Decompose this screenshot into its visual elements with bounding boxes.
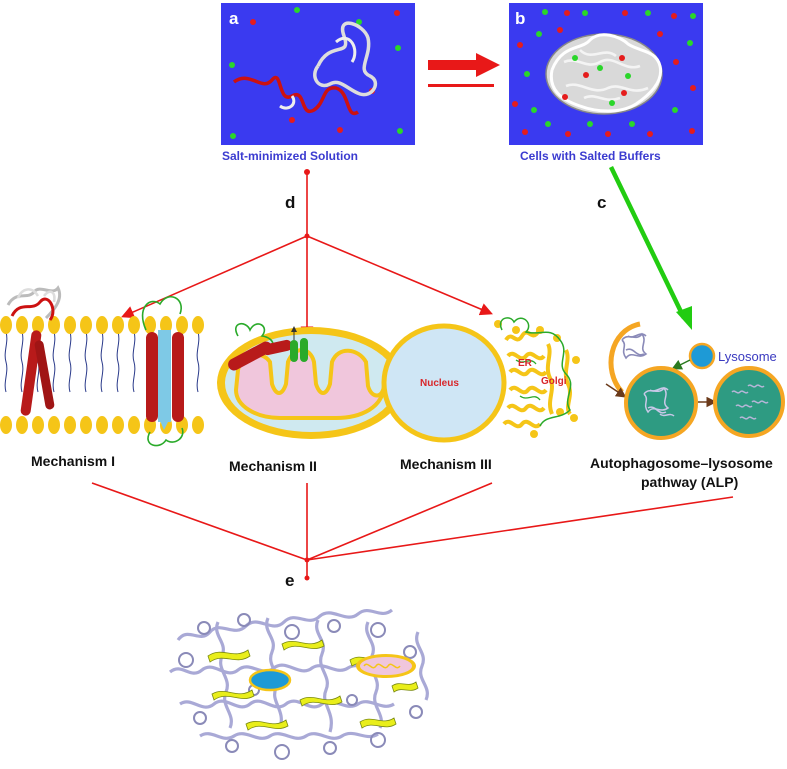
autophagosome <box>624 366 698 440</box>
lysosome-label: Lysosome <box>718 349 777 364</box>
phagophore <box>608 321 641 394</box>
alp-label-line1: Autophagosome–lysosome <box>590 455 773 471</box>
golgi-label: Golgi <box>541 376 567 387</box>
autolysosome <box>713 366 785 438</box>
lipid-heads-top <box>0 316 204 334</box>
embedded-nucleus <box>248 668 292 692</box>
mechanism-2-label: Mechanism II <box>229 458 317 474</box>
caption-b: Cells with Salted Buffers <box>520 149 661 163</box>
panel-e-letter: e <box>285 571 294 590</box>
mechanism-1-label: Mechanism I <box>31 453 115 469</box>
er-label: ER <box>518 358 533 369</box>
beta-strands <box>207 639 419 731</box>
panel-b-letter: b <box>515 9 525 28</box>
caption-a: Salt-minimized Solution <box>222 149 358 163</box>
panel-d-letter: d <box>285 193 295 212</box>
pathway-d: d <box>121 169 493 340</box>
nucleus <box>381 323 507 443</box>
mito-cristae <box>233 348 386 420</box>
mechanism-3-illustration: Nucleus ER Golgi Mechanism III <box>381 317 580 472</box>
panel-b: b Cells with Salted Buffers <box>509 3 703 163</box>
mechanism-2-illustration: Mechanism II <box>217 323 405 474</box>
cargo-protein <box>621 332 648 360</box>
mechanism-3-label: Mechanism III <box>400 456 492 472</box>
panel-c-letter: c <box>597 193 606 212</box>
mechanism-1-illustration: Mechanism I <box>0 285 204 469</box>
alp-illustration: Lysosome Autophagosome–lysosome pathway … <box>590 321 785 490</box>
panel-a-letter: a <box>229 9 239 28</box>
unfolded-chain-red <box>232 75 359 116</box>
pathway-c: c <box>597 166 692 330</box>
helix-coils <box>178 613 423 760</box>
a-to-b-arrow <box>428 53 500 87</box>
solution-box-a <box>221 3 415 145</box>
vesicles <box>494 320 580 438</box>
unfolded-chain-white <box>313 21 378 97</box>
alp-label-line2: pathway (ALP) <box>641 474 738 490</box>
ions-b <box>512 9 696 137</box>
lipid-heads-bottom <box>0 416 204 434</box>
lysosome <box>688 342 716 370</box>
aggregate-protein <box>545 33 663 115</box>
panel-e-aggregate <box>168 608 429 760</box>
convergence-lines <box>91 482 734 581</box>
degraded-fragments <box>731 384 769 420</box>
panel-a: a Salt-minimized Solution <box>221 3 415 163</box>
nucleus-label: Nucleus <box>420 378 459 389</box>
